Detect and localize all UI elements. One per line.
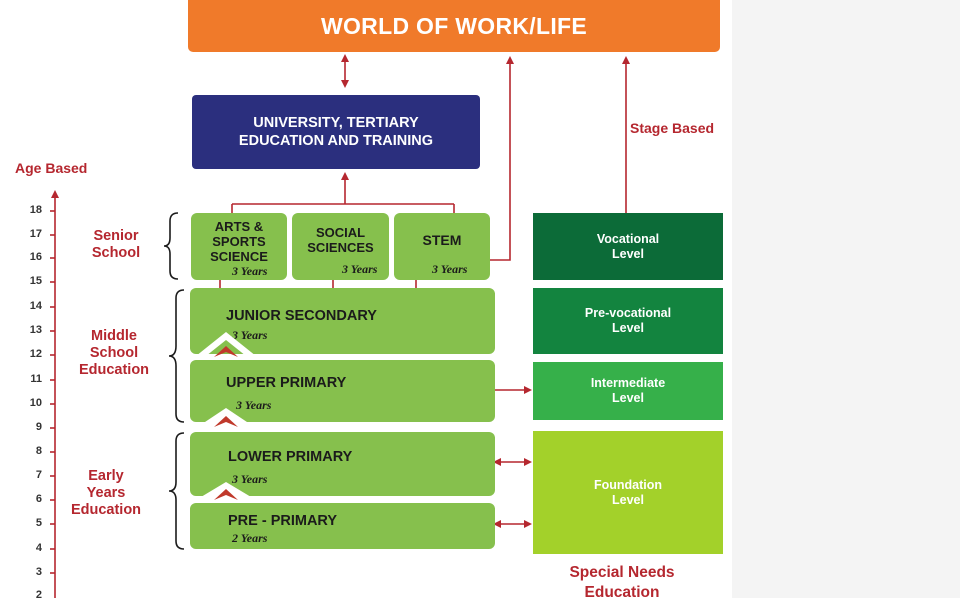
stage-years: 3 Years xyxy=(232,328,268,342)
age-tick-label: 7 xyxy=(35,469,42,481)
stage-title: JUNIOR SECONDARY xyxy=(226,308,377,324)
chevron-up-icon xyxy=(214,346,238,357)
age-tick-label: 8 xyxy=(35,445,42,457)
age-tick-label: 13 xyxy=(29,324,42,336)
university-box: UNIVERSITY, TERTIARY EDUCATION AND TRAIN… xyxy=(192,95,480,169)
age-tick-label: 12 xyxy=(29,348,42,360)
right-margin xyxy=(732,0,960,598)
senior-brace xyxy=(163,212,179,280)
age-tick-label: 10 xyxy=(29,397,42,409)
track-years: 3 Years xyxy=(232,264,268,278)
stage-years: 2 Years xyxy=(232,531,268,545)
junior-secondary-stage: JUNIOR SECONDARY 3 Years xyxy=(190,288,495,354)
stage-years: 3 Years xyxy=(232,472,268,486)
stage-title: LOWER PRIMARY xyxy=(228,449,353,465)
chevron-up-icon xyxy=(214,489,238,500)
world-of-work-title: WORLD OF WORK/LIFE xyxy=(320,12,588,39)
university-line-2: EDUCATION AND TRAINING xyxy=(238,133,434,149)
early-brace xyxy=(168,432,185,550)
stage-title: PRE - PRIMARY xyxy=(228,513,338,529)
age-tick-label: 16 xyxy=(29,251,42,263)
chevron-up-icon xyxy=(196,332,256,356)
track-years: 3 Years xyxy=(342,262,378,276)
pre-primary-stage: PRE - PRIMARY 2 Years xyxy=(190,503,495,549)
age-tick-label: 14 xyxy=(29,300,42,312)
age-tick-label: 17 xyxy=(29,228,42,240)
university-line-1: UNIVERSITY, TERTIARY xyxy=(253,115,419,131)
upper-primary-stage: UPPER PRIMARY 3 Years xyxy=(190,360,495,422)
age-tick-label: 9 xyxy=(35,421,42,433)
age-based-label: Age Based xyxy=(15,160,88,176)
stage-based-label: Stage Based xyxy=(630,120,715,136)
age-tick-label: 6 xyxy=(35,493,42,505)
age-tick-label: 4 xyxy=(35,542,42,554)
age-tick-label: 18 xyxy=(29,204,42,216)
middle-brace xyxy=(168,289,185,423)
age-tick-label: 15 xyxy=(29,275,42,287)
lower-primary-stage: LOWER PRIMARY 3 Years xyxy=(190,432,495,496)
chevron-up-icon xyxy=(214,416,238,427)
age-tick-label: 5 xyxy=(35,517,42,529)
age-tick-label: 11 xyxy=(30,373,42,385)
stage-years: 3 Years xyxy=(236,398,272,412)
stage-title: UPPER PRIMARY xyxy=(226,375,347,391)
track-years: 3 Years xyxy=(432,262,468,276)
age-tick-label: 2 xyxy=(35,589,42,601)
stem-track: STEM 3 Years xyxy=(394,213,490,280)
world-of-work-box: WORLD OF WORK/LIFE xyxy=(188,0,720,52)
age-tick-label: 3 xyxy=(35,566,42,578)
